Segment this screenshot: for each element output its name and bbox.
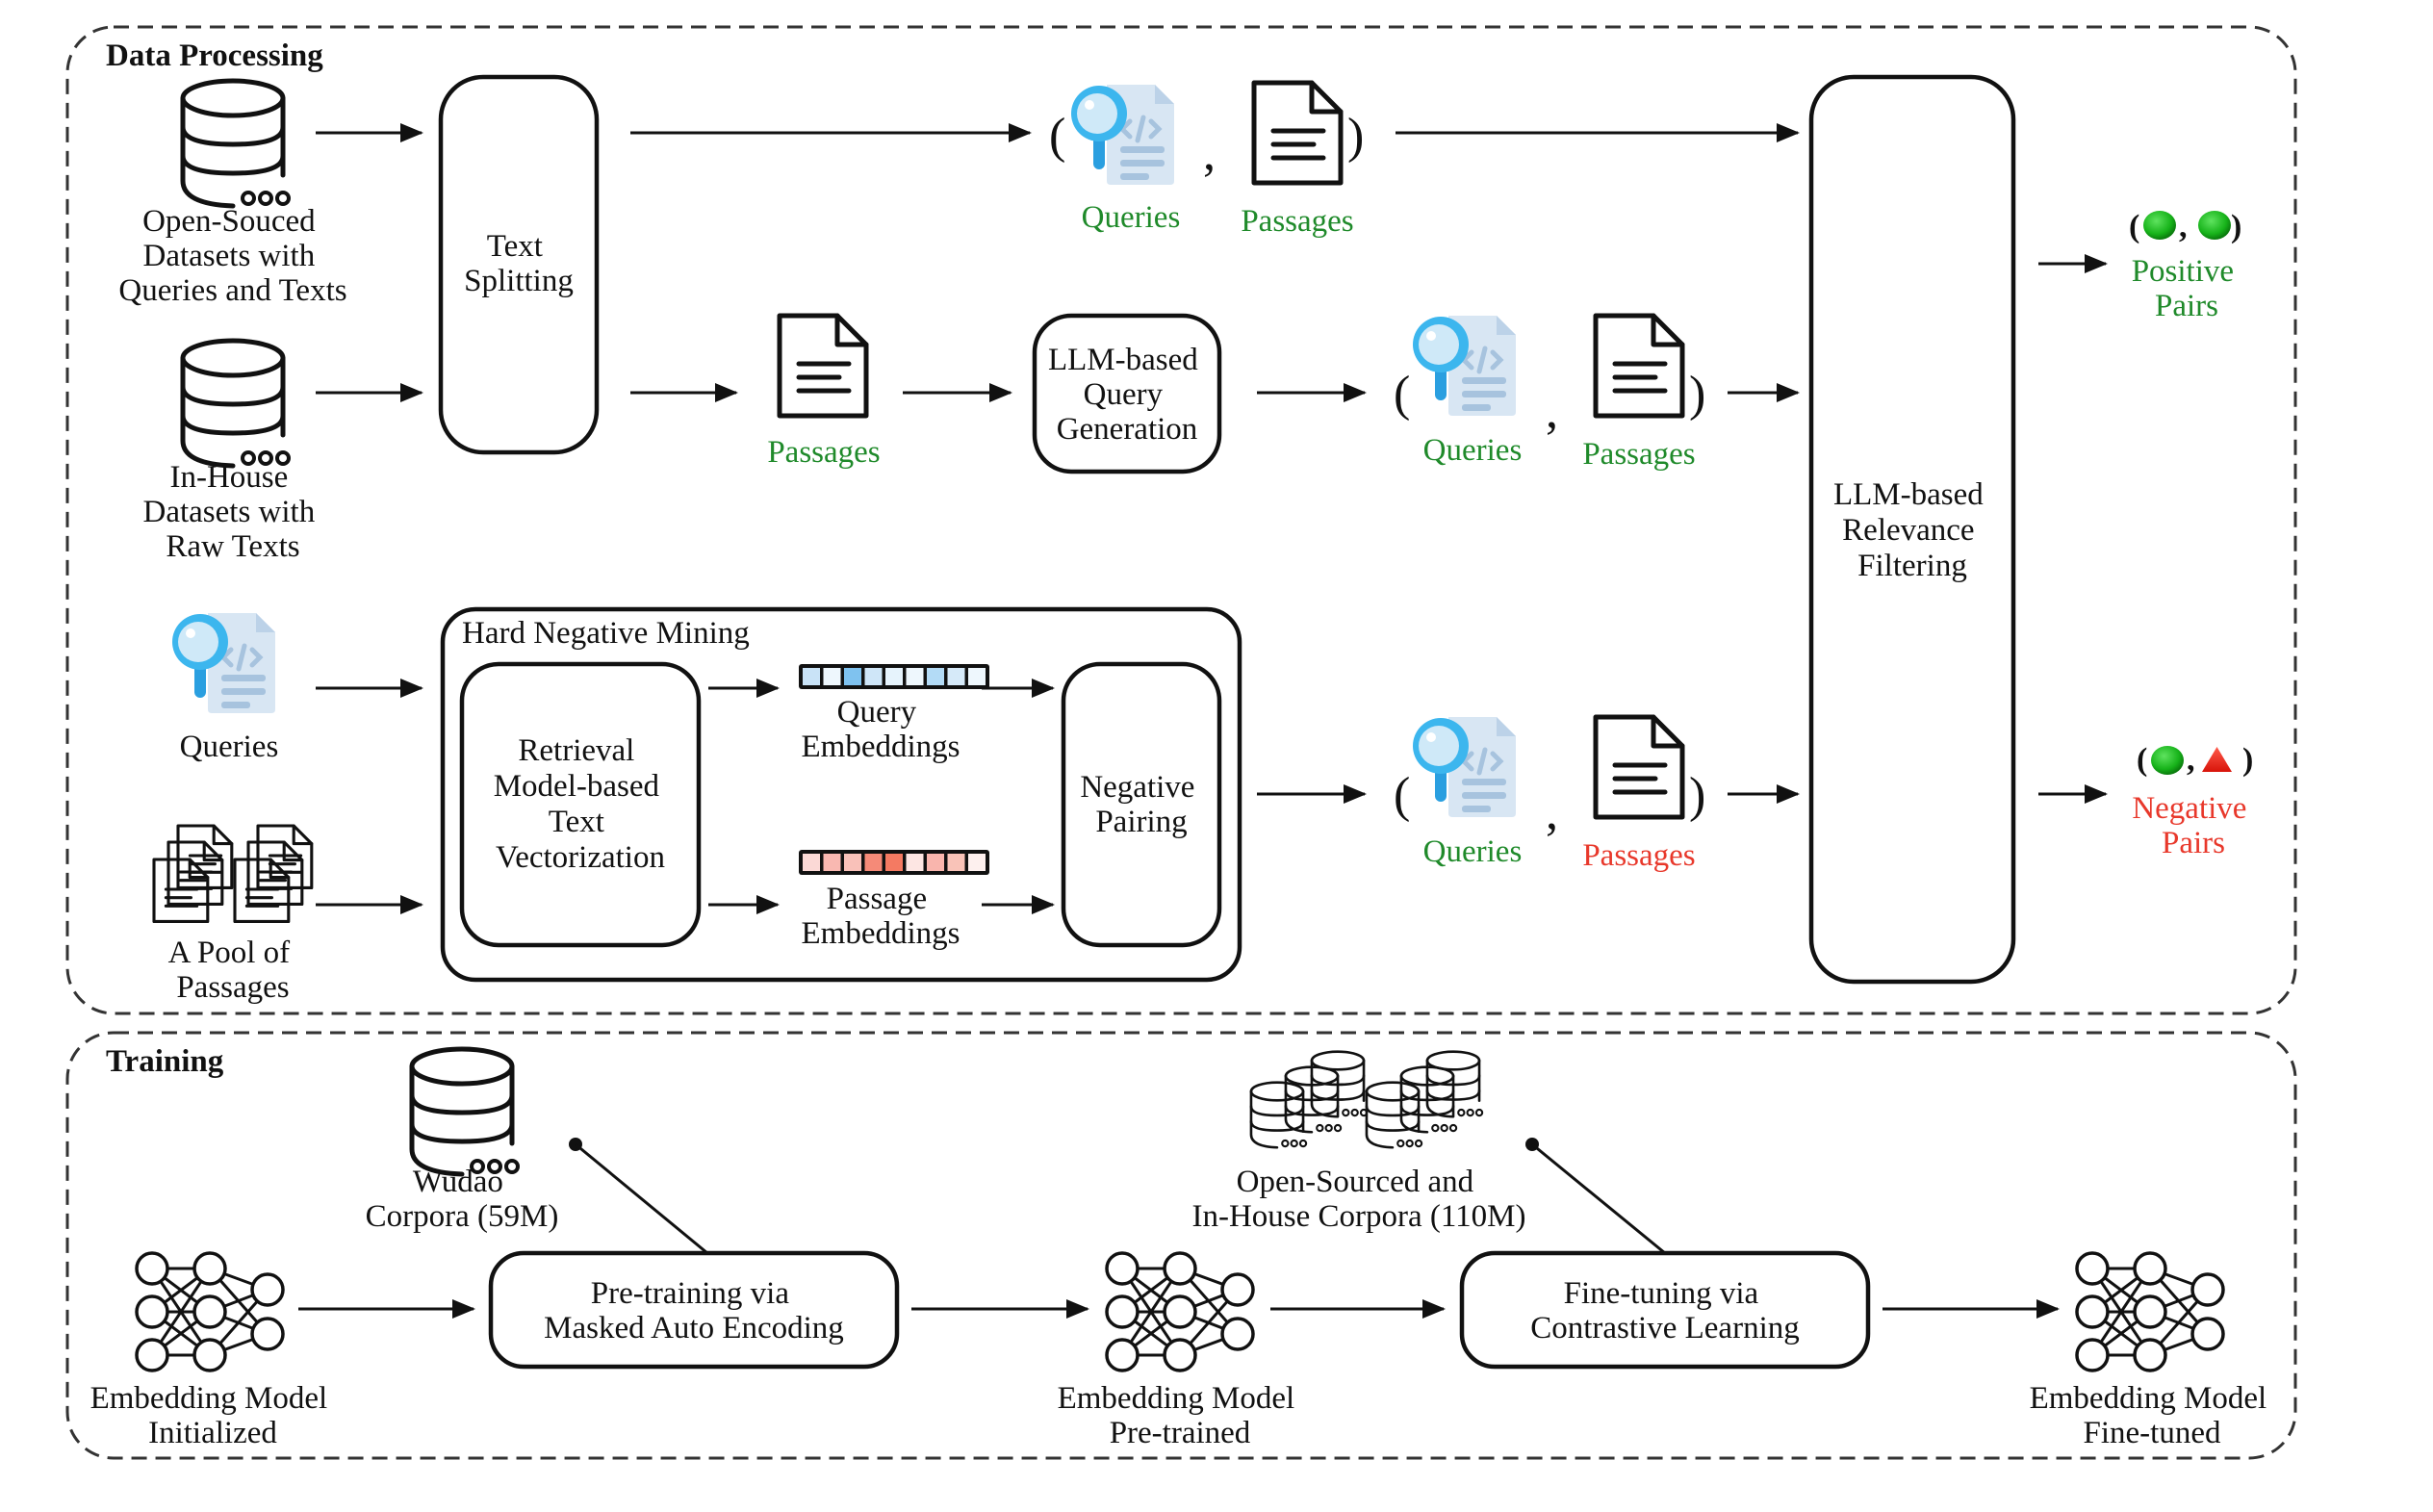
paren-close: )	[1689, 768, 1705, 823]
embedding-cell	[968, 854, 986, 871]
embedding-cell	[844, 854, 861, 871]
green-ball-icon	[2151, 746, 2184, 775]
svg-text:,: ,	[2187, 742, 2195, 778]
svg-text:): )	[2242, 742, 2253, 778]
svg-text:,: ,	[2179, 209, 2188, 244]
embedding-cell	[823, 854, 841, 871]
pretraining-label: Pre-training via Masked Auto Encoding	[544, 1276, 844, 1345]
svg-text:(: (	[2129, 209, 2139, 244]
query-embeddings-label: Query Embeddings	[802, 695, 960, 764]
pretraining-box	[488, 1250, 900, 1370]
hard-negative-mining-title: Hard Negative Mining	[462, 616, 750, 651]
model-initialized-label: Embedding Model Initialized	[90, 1381, 336, 1450]
embedding-cell	[844, 668, 861, 685]
passage-doc-icon	[1596, 717, 1682, 817]
passage-doc-icon	[1596, 316, 1682, 416]
neural-network-icon	[2075, 1251, 2225, 1372]
row1-passages-label: Passages	[1241, 204, 1353, 239]
green-ball-icon	[2143, 211, 2176, 240]
svg-text:(: (	[2137, 742, 2147, 778]
mining-queries-label: Queries	[180, 730, 279, 764]
row2-passages-pair-label: Passages	[1582, 437, 1695, 472]
multi-database-icon	[1249, 1050, 1484, 1149]
connector-line	[575, 1142, 708, 1255]
passage-doc-icon	[780, 316, 866, 416]
vectorization-label: Retrieval Model-based Text Vectorization	[494, 733, 668, 875]
query-embedding-vector	[799, 664, 989, 689]
embedding-cell	[968, 668, 986, 685]
text-splitting-label: Text Splitting	[464, 229, 574, 298]
database-icon	[412, 1049, 518, 1174]
database-icon	[183, 341, 289, 466]
embedding-cell	[927, 668, 944, 685]
embedding-cell	[803, 854, 820, 871]
embedding-cell	[947, 854, 965, 871]
negative-pairing-box	[1061, 661, 1222, 948]
passage-pool-label: A Pool of Passages	[168, 935, 298, 1005]
paren-open: (	[1049, 109, 1065, 164]
query-icon	[172, 613, 275, 713]
training-section	[65, 1031, 2297, 1460]
passage-pool-icon	[152, 824, 314, 924]
svg-text:): )	[2231, 209, 2241, 244]
training-title: Training	[106, 1044, 224, 1079]
positive-pairs-label: Positive Pairs	[2132, 254, 2242, 323]
relevance-filtering-label: LLM-based Relevance Filtering	[1833, 477, 1991, 583]
paren-open: (	[1394, 768, 1410, 823]
passage-embedding-vector	[799, 850, 989, 875]
query-generation-box	[1032, 313, 1222, 474]
comma: ,	[1203, 126, 1216, 181]
paren-close: )	[1347, 109, 1364, 164]
negative-pairs-label: Negative Pairs	[2132, 791, 2254, 860]
data-processing-section	[65, 25, 2297, 1015]
source-open-sourced-label: Open-Souced Datasets with Queries and Te…	[118, 204, 346, 308]
neural-network-icon	[135, 1251, 285, 1372]
vectorization-box	[459, 661, 702, 948]
comma: ,	[1546, 384, 1558, 439]
data-processing-title: Data Processing	[106, 38, 323, 73]
wudao-corpora-label: Wudao Corpora (59M)	[366, 1165, 559, 1234]
embedding-cell	[864, 668, 883, 685]
model-pretrained-label: Embedding Model Pre-trained	[1058, 1381, 1303, 1450]
embedding-cell	[906, 854, 924, 871]
embedding-cell	[823, 668, 841, 685]
embedding-cell	[927, 854, 944, 871]
red-triangle-icon	[2202, 747, 2232, 772]
query-icon	[1071, 85, 1174, 185]
row3-passages-label: Passages	[1582, 838, 1695, 873]
green-ball-icon	[2198, 211, 2231, 240]
row2-passages-label: Passages	[767, 435, 880, 470]
finetuning-box	[1459, 1250, 1871, 1370]
relevance-filtering-box	[1808, 74, 2016, 985]
text-splitting-box	[438, 74, 600, 455]
row3-queries-label: Queries	[1423, 834, 1523, 869]
embedding-cell	[885, 854, 903, 871]
embedding-cell	[803, 668, 820, 685]
embedding-cell	[864, 854, 883, 871]
source-in-house-label: In-House Datasets with Raw Texts	[143, 460, 323, 564]
paren-close: )	[1689, 367, 1705, 422]
database-icon	[183, 81, 289, 206]
embedding-cell	[906, 668, 924, 685]
finetune-corpora-label: Open-Sourced and In-House Corpora (110M)	[1191, 1165, 1525, 1234]
finetuning-label: Fine-tuning via Contrastive Learning	[1530, 1276, 1800, 1345]
row2-queries-label: Queries	[1423, 433, 1523, 468]
passage-doc-icon	[1254, 83, 1341, 183]
comma: ,	[1546, 785, 1558, 840]
negative-pair-symbols: ( , )	[2137, 742, 2253, 778]
row1-queries-label: Queries	[1082, 200, 1181, 235]
passage-embeddings-label: Passage Embeddings	[802, 882, 960, 951]
query-icon	[1413, 316, 1516, 416]
query-generation-label: LLM-based Query Generation	[1048, 343, 1206, 447]
connector-line	[1531, 1142, 1666, 1255]
paren-open: (	[1394, 367, 1410, 422]
model-finetuned-label: Embedding Model Fine-tuned	[2030, 1381, 2275, 1450]
embedding-cell	[885, 668, 903, 685]
positive-pair-symbols: ( , )	[2129, 209, 2241, 244]
negative-pairing-label: Negative Pairing	[1080, 770, 1202, 839]
embedding-cell	[947, 668, 965, 685]
neural-network-icon	[1105, 1251, 1255, 1372]
query-icon	[1413, 717, 1516, 817]
